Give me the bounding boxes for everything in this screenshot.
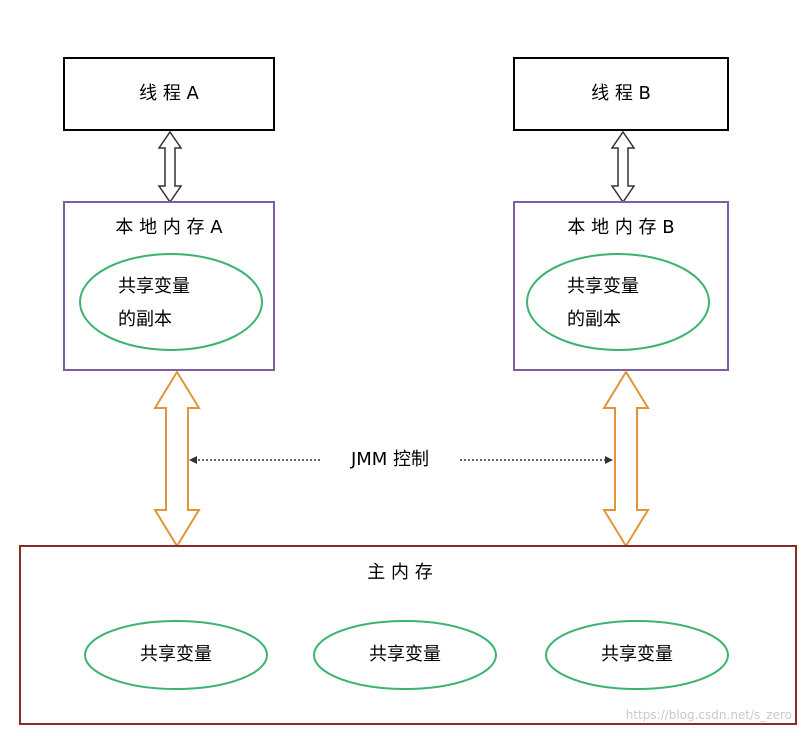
main-memory-variable-label: 共享变量	[601, 644, 673, 665]
thread-b-box	[513, 57, 729, 131]
local-memory-a-copy-ellipse	[79, 253, 263, 351]
thread-a-label: 线 程 A	[139, 83, 199, 104]
jmm-control-label: JMM 控制	[350, 449, 429, 470]
thread-b-link-arrow	[610, 130, 636, 204]
local-memory-a-copy-line2: 的副本	[118, 309, 172, 330]
thread-a-link-arrow	[157, 130, 183, 204]
thread-b-label: 线 程 B	[591, 83, 651, 104]
main-memory-variable-label: 共享变量	[369, 644, 441, 665]
main-memory-variable-ellipse	[84, 620, 268, 690]
local-memory-b-copy-line2: 的副本	[567, 309, 621, 330]
jmm-control-arrowhead-left	[189, 456, 197, 464]
watermark: https://blog.csdn.net/s_zero	[626, 708, 792, 722]
main-memory-title: 主 内 存	[367, 562, 432, 583]
main-memory-variable-ellipse	[545, 620, 729, 690]
local-memory-a-copy-line1: 共享变量	[118, 276, 190, 297]
local-memory-b-copy-line1: 共享变量	[567, 276, 639, 297]
local-memory-b-title: 本 地 内 存 B	[567, 217, 674, 238]
thread-a-box	[63, 57, 275, 131]
main-memory-variable-label: 共享变量	[140, 644, 212, 665]
local-memory-b-copy-ellipse	[526, 253, 710, 351]
jmm-control-arrowhead-right	[605, 456, 613, 464]
main-memory-variable-ellipse	[313, 620, 497, 690]
local-memory-a-title: 本 地 内 存 A	[115, 217, 223, 238]
